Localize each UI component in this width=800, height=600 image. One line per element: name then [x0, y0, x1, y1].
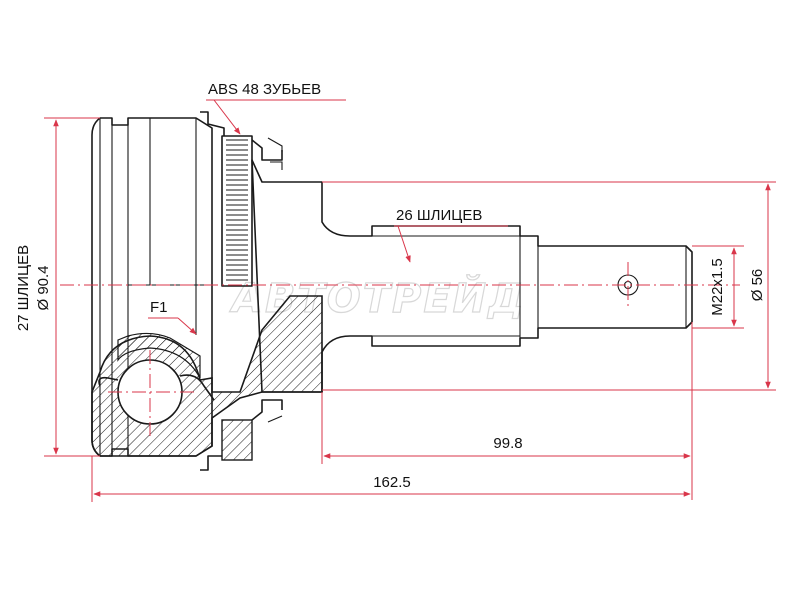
- dim-dia-90: [44, 117, 100, 457]
- spline26-leader: [394, 225, 508, 263]
- abs-ring: [200, 111, 283, 287]
- abs-leader: [206, 99, 346, 135]
- dim-len-998-label: 99.8: [493, 435, 522, 452]
- dim-dia-56: [322, 181, 776, 391]
- spline27-label: 27 ШЛИЦЕВ: [15, 245, 32, 331]
- abs-teeth-label: ABS 48 ЗУБЬЕВ: [208, 81, 321, 98]
- dim-dia-56-label: Ø 56: [749, 269, 766, 302]
- dim-len-1625: [91, 456, 691, 502]
- f1-leader: [148, 317, 197, 335]
- dim-dia-90-label: Ø 90.4: [35, 265, 52, 310]
- dim-thread-label: M22x1.5: [709, 258, 726, 316]
- spline26-label: 26 ШЛИЦЕВ: [396, 207, 482, 224]
- f1-label: F1: [150, 299, 168, 316]
- section-view: [91, 295, 323, 471]
- dim-thread: [692, 245, 744, 329]
- outer-housing: [91, 117, 213, 457]
- dim-len-1625-label: 162.5: [373, 474, 411, 491]
- dim-len-998: [321, 322, 693, 500]
